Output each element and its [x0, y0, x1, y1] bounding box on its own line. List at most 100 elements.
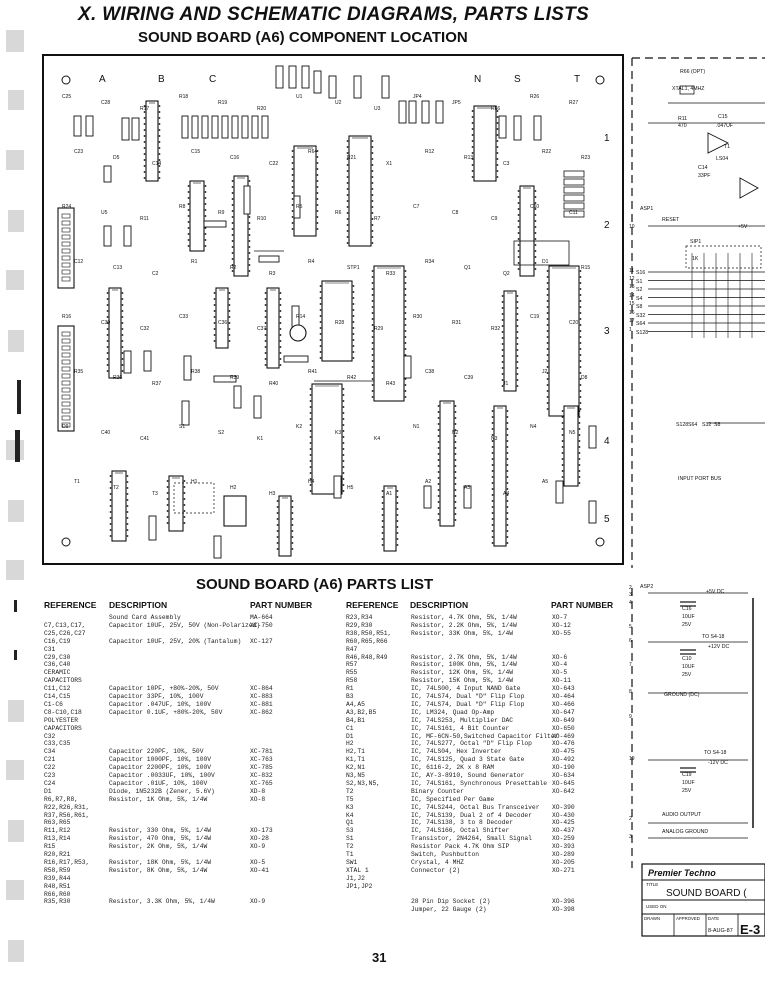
connector-pin [61, 394, 71, 400]
parts-row-ref: Q1 [346, 819, 354, 827]
ic-pin [506, 434, 509, 436]
ic-pin [404, 348, 407, 350]
column-letter: A [99, 74, 106, 85]
schematic-label: S128 [636, 330, 648, 336]
ic-pin [491, 428, 494, 430]
ic-pin [316, 168, 319, 170]
ic-pin [471, 122, 474, 124]
row-number: 4 [604, 436, 610, 447]
ic-pin [204, 227, 207, 229]
ic-pin [371, 182, 374, 184]
ic-pin [561, 470, 564, 472]
component-label: J2 [542, 369, 548, 375]
ic-pin [291, 222, 294, 224]
passive-component [131, 117, 140, 141]
parts-row-desc: Capacitor 220PF, 10%, 50V [109, 748, 204, 756]
right-description-header: DESCRIPTION [410, 600, 469, 610]
parts-row-pn: XO-464 [552, 693, 575, 700]
parts-row-desc: Capacitor 10UF, 25V, 20% (Tantalum) [109, 637, 242, 645]
component-label: R39 [230, 375, 239, 381]
capacitor-stack [563, 186, 585, 194]
ic-pin [579, 360, 582, 362]
ic-pin [126, 535, 129, 537]
component-label: C14 [152, 161, 161, 167]
ic-pin [106, 322, 109, 324]
passive-component [148, 515, 157, 541]
ic-pin [454, 459, 457, 461]
ic-pin [506, 494, 509, 496]
ic-pin [506, 512, 509, 514]
ic-pin [231, 192, 234, 194]
ic-pin [491, 422, 494, 424]
component-label: N5 [569, 430, 576, 436]
used-on-label: USED ON [646, 904, 667, 909]
ic-pin [109, 487, 112, 489]
ic-pin [517, 256, 520, 258]
ic-pin [213, 334, 216, 336]
ic-pin [517, 238, 520, 240]
ic-pin [183, 504, 186, 506]
parts-row-ref: T2 [346, 787, 354, 795]
ic-pin [396, 514, 399, 516]
connector-pin [61, 331, 71, 337]
passive-component [213, 535, 222, 559]
ic-pin [143, 105, 146, 107]
component-label: R7 [374, 216, 381, 222]
ic-pin [319, 345, 322, 347]
ic-pin [371, 146, 374, 148]
component-label: R3 [269, 271, 276, 277]
ic-chip [439, 400, 455, 527]
ic-pin [276, 512, 279, 514]
pushbutton-switch [223, 495, 247, 527]
parts-row-pn: XO-5 [552, 669, 568, 677]
pin-number: 11 [629, 268, 634, 274]
ic-pin [106, 358, 109, 360]
ic-pin [291, 524, 294, 526]
pin-number: 17 [629, 318, 635, 324]
ic-pin [516, 301, 519, 303]
ic-pin [319, 297, 322, 299]
parts-row-pn: XO-469 [552, 732, 575, 740]
ic-pin [371, 378, 374, 380]
ic-pin [516, 295, 519, 297]
ic-pin [381, 490, 384, 492]
ic-chip [383, 485, 397, 552]
passive-component [435, 100, 444, 124]
ic-pin [579, 372, 582, 374]
ic-pin [342, 418, 345, 420]
ic-pin [346, 236, 349, 238]
parts-row-pn: XO-475 [552, 748, 575, 756]
parts-row-ref: R39,R44 [44, 874, 71, 882]
parts-row-ref: C31 [44, 645, 56, 653]
ic-pin [579, 270, 582, 272]
schematic-label: +12V DC [708, 644, 729, 650]
ic-pin [166, 498, 169, 500]
ic-pin [496, 122, 499, 124]
ic-pin [143, 171, 146, 173]
ic-pin [158, 177, 161, 179]
ic-pin [404, 354, 407, 356]
parts-row-ref: R37,R56,R61, [44, 811, 90, 819]
ic-pin [506, 518, 509, 520]
passive-component [403, 355, 412, 379]
ic-pin [454, 453, 457, 455]
ic-chip [111, 470, 127, 542]
ic-pin [166, 510, 169, 512]
component-label: A5 [542, 479, 548, 485]
component-label: R33 [386, 271, 395, 277]
ic-pin [143, 117, 146, 119]
ic-pin [579, 282, 582, 284]
passive-component [301, 65, 310, 89]
date-label: DATE [708, 916, 719, 921]
parts-row-ref: R22,R26,R31, [44, 803, 90, 811]
ic-pin [546, 408, 549, 410]
component-label: R4 [308, 259, 315, 265]
ic-pin [319, 309, 322, 311]
ic-pin [579, 378, 582, 380]
ic-pin [491, 470, 494, 472]
parts-row-desc: IC, MF-6CN-50,Switched Capacitor Filter [411, 732, 559, 740]
ic-pin [371, 396, 374, 398]
ic-chip [503, 290, 517, 392]
parts-row-pn: XO-4 [552, 661, 568, 669]
ic-pin [264, 358, 267, 360]
